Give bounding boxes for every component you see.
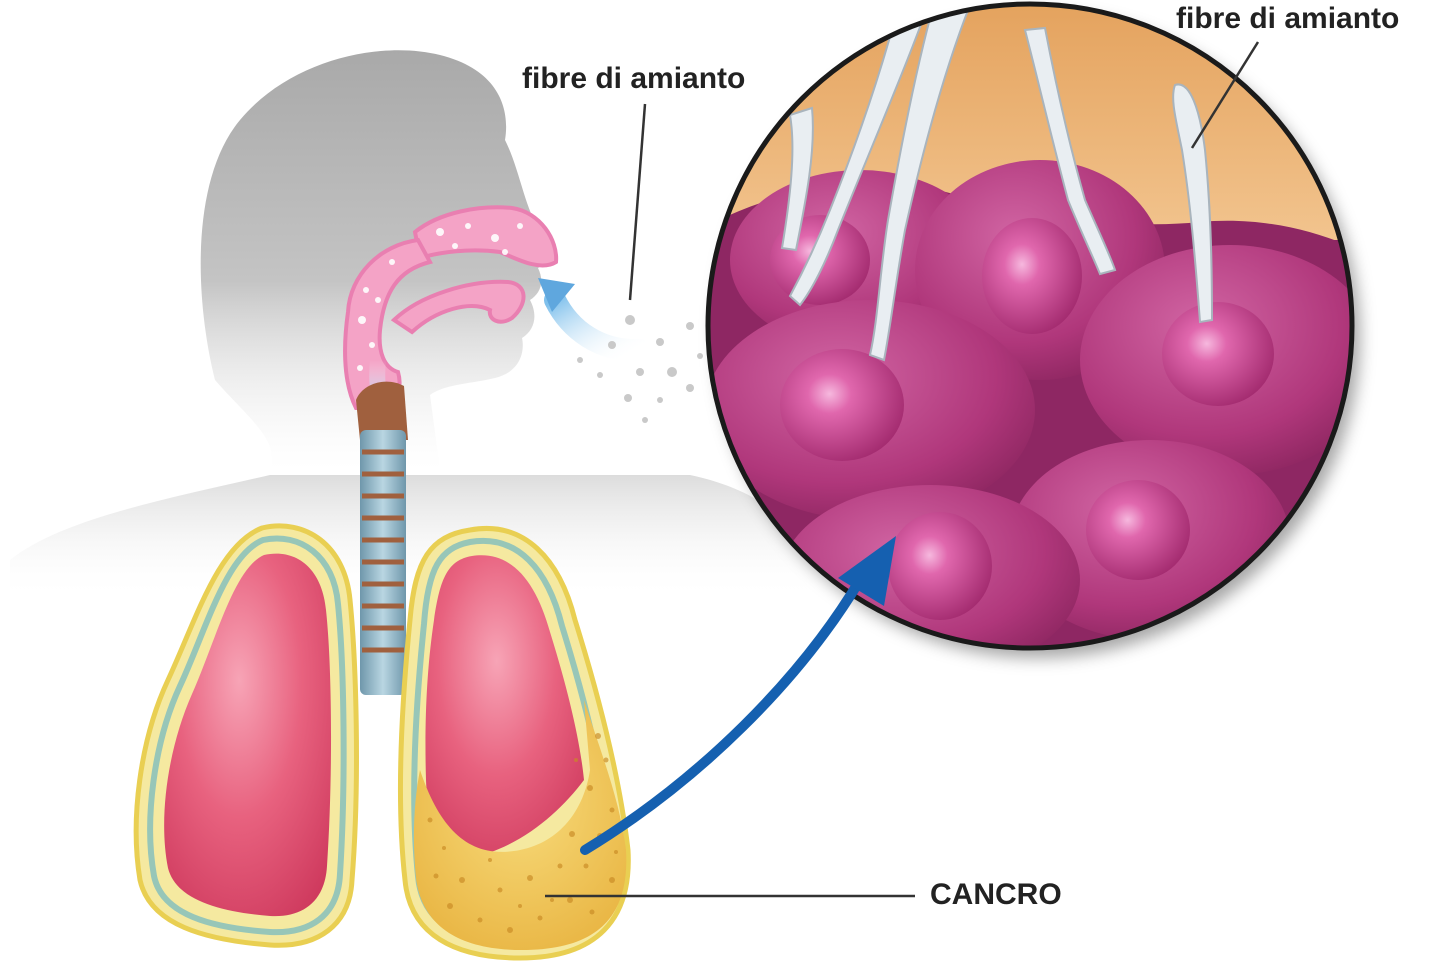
cell (705, 300, 1035, 520)
label-cancer: CANCRO (930, 880, 1062, 910)
label-fibers-inhaled: fibre di amianto (522, 64, 745, 94)
inhalation-arrow (538, 278, 640, 350)
cell (1080, 245, 1380, 475)
trachea (356, 382, 408, 695)
leader-line-fibers-inhaled (630, 104, 645, 300)
label-fibers-closeup: fibre di amianto (1176, 4, 1399, 34)
